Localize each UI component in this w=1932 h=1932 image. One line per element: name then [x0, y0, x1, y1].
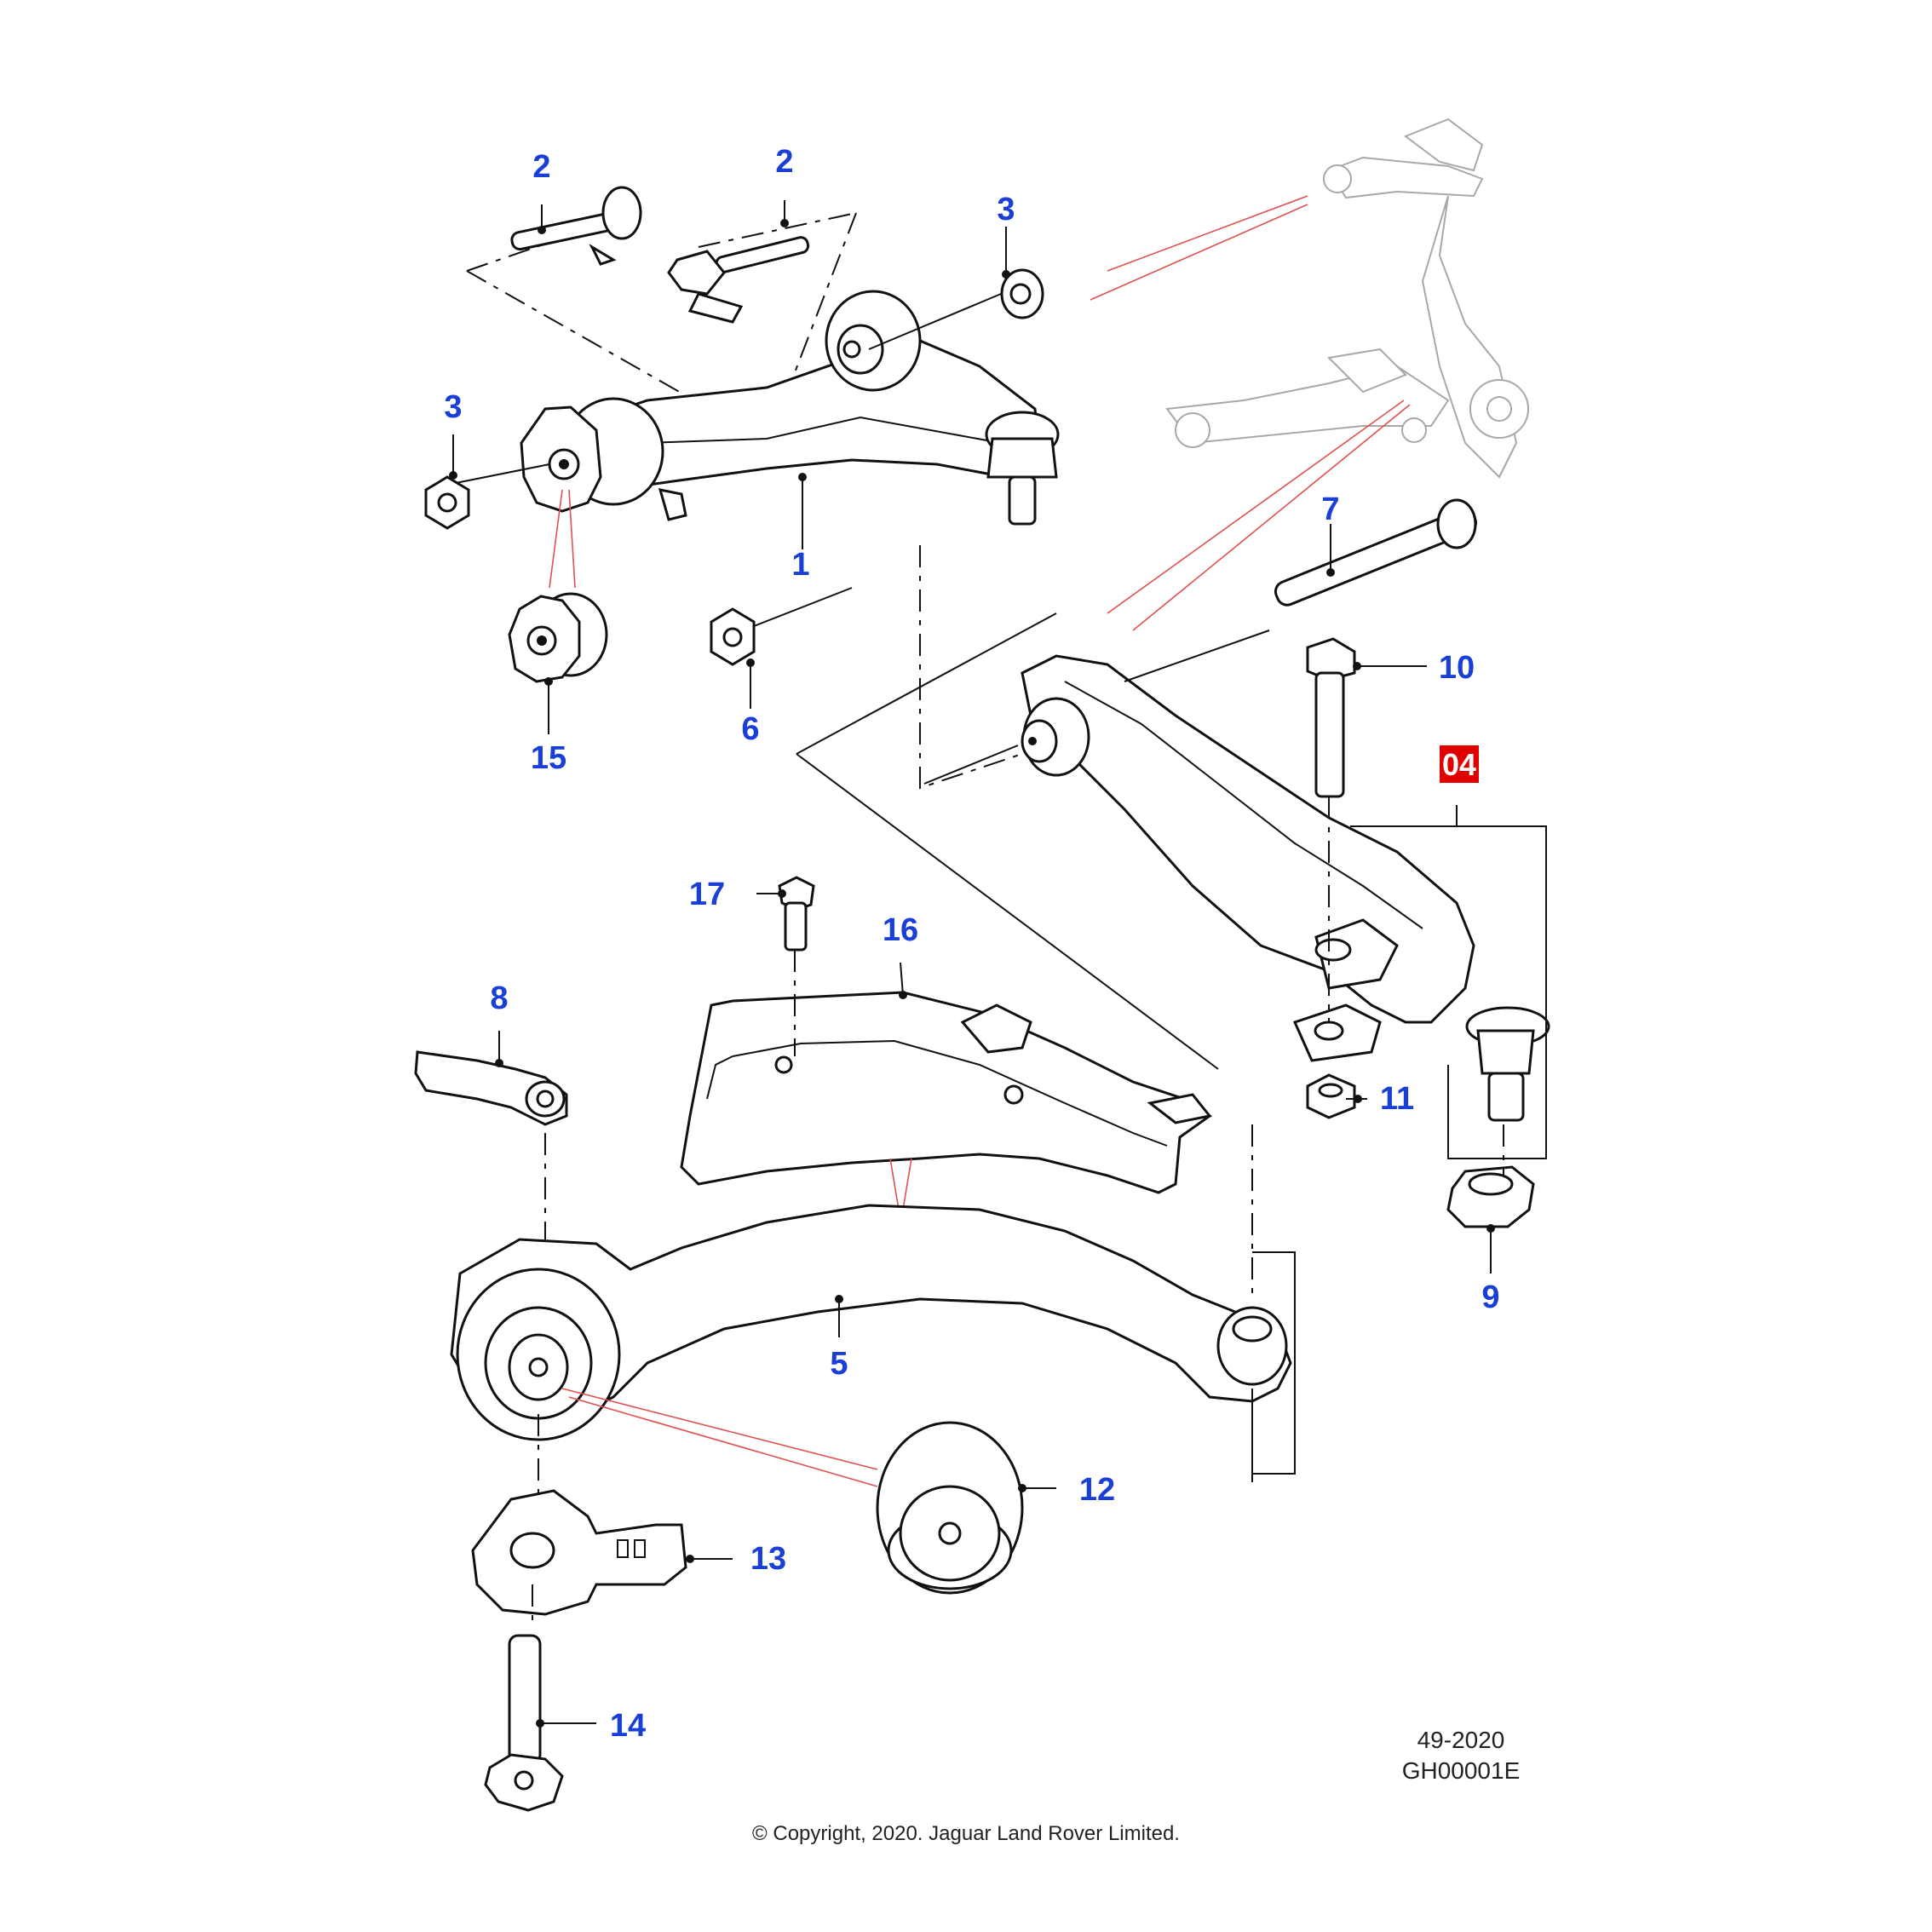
- reference-box-label: 04: [1442, 747, 1476, 782]
- bolt-2b: [667, 236, 810, 324]
- callout-2b: 2: [775, 144, 793, 180]
- callout-3b: 3: [444, 389, 462, 425]
- nut-3-upper: [868, 268, 1044, 350]
- callout-10: 10: [1439, 650, 1475, 686]
- callout-8: 8: [490, 980, 508, 1016]
- nut-9: [1446, 1124, 1535, 1228]
- overview-assembly-illustration: [1165, 118, 1529, 479]
- bushing-15: [508, 592, 608, 683]
- callout-13: 13: [750, 1541, 786, 1577]
- callout-6: 6: [741, 711, 759, 747]
- bracket-13: [471, 1489, 687, 1616]
- callout-11: 11: [1380, 1081, 1414, 1117]
- bolt-2a: [510, 186, 642, 266]
- reference-box-04: 04: [1440, 745, 1479, 783]
- nut-11: [1306, 1073, 1356, 1119]
- callout-5: 5: [830, 1346, 848, 1382]
- bolt-17: [778, 876, 815, 1056]
- lower-control-arm-5: [450, 1124, 1296, 1495]
- bushing-12: [876, 1421, 1024, 1595]
- lower-arm-assembly-04: [796, 498, 1550, 1228]
- bolt-7: [1124, 498, 1478, 682]
- callout-16: 16: [883, 912, 918, 948]
- date-code: 49-2020: [1417, 1727, 1505, 1753]
- callout-15: 15: [531, 740, 566, 776]
- callout-14: 14: [610, 1708, 646, 1744]
- nut-3-lower: [424, 475, 470, 530]
- callout-7: 7: [1321, 492, 1339, 527]
- bolt-10: [1306, 637, 1356, 1022]
- callout-3a: 3: [997, 192, 1015, 227]
- nut-6: [710, 587, 853, 666]
- bolt-14: [484, 1584, 564, 1812]
- drawing-number: GH00001E: [1402, 1757, 1521, 1784]
- callout-2a: 2: [532, 149, 550, 185]
- callout-9: 9: [1481, 1279, 1499, 1315]
- callout-1: 1: [791, 547, 809, 583]
- underbody-shield-16: [680, 991, 1212, 1194]
- callout-12: 12: [1079, 1472, 1115, 1508]
- link-8: [414, 1050, 568, 1239]
- callout-17: 17: [689, 877, 725, 912]
- copyright-notice: © Copyright, 2020. Jaguar Land Rover Lim…: [752, 1822, 1180, 1845]
- upper-control-arm-group: [424, 186, 1060, 683]
